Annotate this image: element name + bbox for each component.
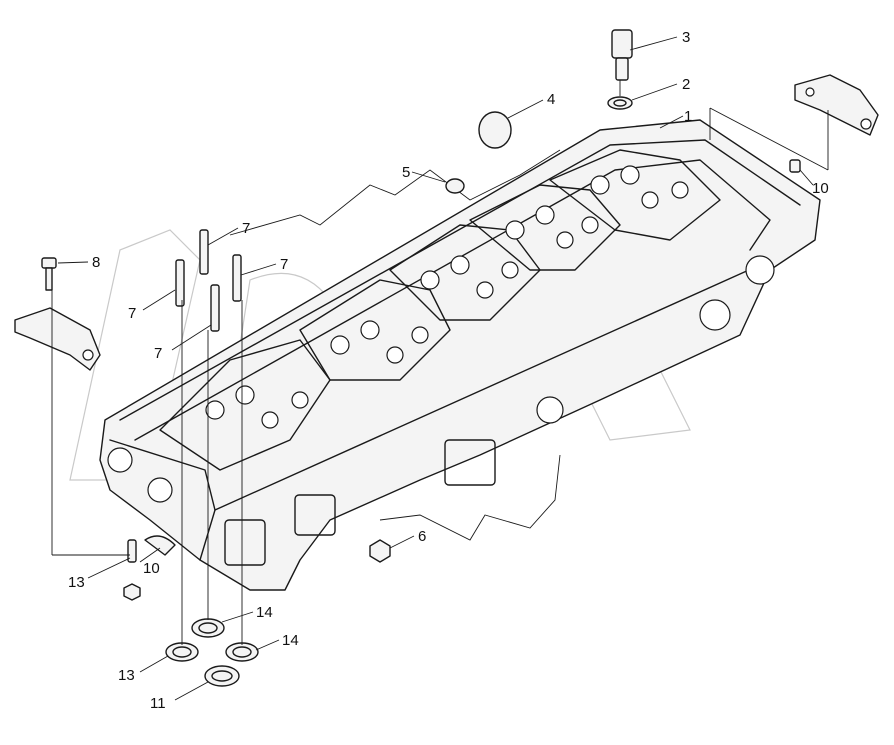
callout-14a: 14 <box>256 604 273 621</box>
dowel-11 <box>127 539 137 563</box>
callout-11: 13 <box>68 574 85 591</box>
seal-rings <box>165 618 259 687</box>
callout-1: 1 <box>684 108 692 125</box>
callout-7a: 7 <box>242 220 250 237</box>
callout-10-bottom: 10 <box>143 560 160 577</box>
assembly-outline <box>229 149 561 541</box>
o-ring-2 <box>607 96 633 110</box>
side-ports <box>107 255 775 566</box>
nut-6 <box>369 539 391 563</box>
callout-3: 3 <box>682 29 690 46</box>
plug-5 <box>445 178 465 194</box>
injector-sleeve-3 <box>611 29 633 81</box>
alignment-lines <box>51 80 829 645</box>
plug-4 <box>478 111 512 149</box>
bolt-8 <box>41 257 57 291</box>
callout-14b: 14 <box>282 632 299 649</box>
callout-10-top: 10 <box>812 180 829 197</box>
callout-13b: 11 <box>150 695 166 712</box>
callout-13a: 13 <box>118 667 135 684</box>
callout-5: 5 <box>402 164 410 181</box>
cylinder-bays <box>159 149 721 471</box>
leader-lines <box>57 36 814 701</box>
valve-holes <box>205 165 689 429</box>
callout-6: 6 <box>418 528 426 545</box>
callout-7d: 7 <box>154 345 162 362</box>
callouts: 3 2 1 4 5 10 8 7 7 7 7 6 13 10 14 14 13 … <box>68 29 829 712</box>
callout-2: 2 <box>682 76 690 93</box>
nut-small <box>123 583 141 601</box>
callout-7b: 7 <box>280 256 288 273</box>
plug-10-bottom <box>144 535 176 556</box>
bracket-left <box>14 307 101 371</box>
callout-4: 4 <box>547 91 555 108</box>
dowel-10-top <box>789 159 801 173</box>
callout-7c: 7 <box>128 305 136 322</box>
studs-7 <box>175 229 242 332</box>
callout-8: 8 <box>92 254 100 271</box>
cylinder-head <box>99 119 821 591</box>
bracket-10-top <box>794 74 879 136</box>
